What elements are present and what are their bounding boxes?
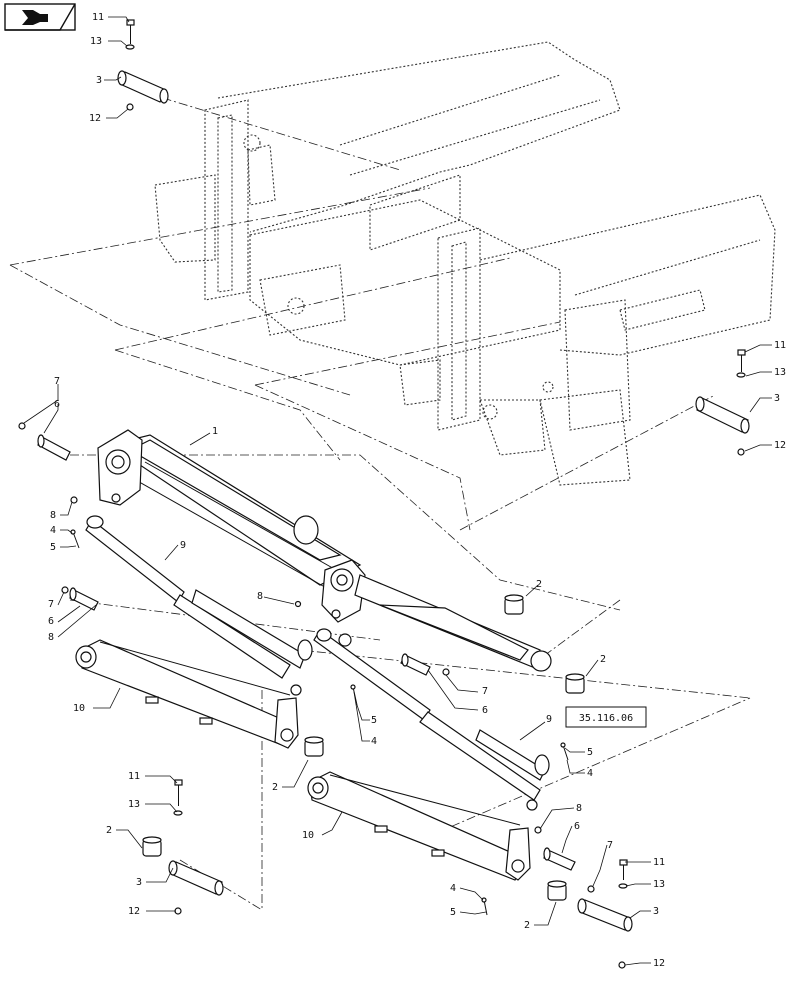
key-7-b <box>61 586 69 594</box>
callout-5: 5 <box>587 747 593 758</box>
bushing-2-a <box>504 594 524 615</box>
upper-cylinder-assembly <box>97 429 552 672</box>
callout-4: 4 <box>50 525 56 536</box>
callout-3: 3 <box>653 906 659 917</box>
callout-2: 2 <box>272 782 278 793</box>
callout-4: 4 <box>450 883 456 894</box>
callout-6: 6 <box>574 821 580 832</box>
pin-stack-lower-left <box>168 779 224 915</box>
nut-12-right <box>737 448 745 456</box>
callout-2: 2 <box>536 579 542 590</box>
lower-cylinder-right <box>307 771 531 881</box>
bolt-11-lower-left <box>174 779 183 806</box>
callout-12: 12 <box>653 958 665 969</box>
callout-11: 11 <box>774 340 786 351</box>
bolt-4-c <box>560 742 569 761</box>
callout-8: 8 <box>576 803 582 814</box>
pin-3-lower-left <box>168 860 224 896</box>
pin-3-top-left <box>117 70 169 104</box>
callout-4: 4 <box>371 736 377 747</box>
bushing-2-d <box>142 836 162 857</box>
callout-2: 2 <box>524 920 530 931</box>
callout-13: 13 <box>90 36 102 47</box>
pin-3-lower-right <box>577 898 633 932</box>
bushing-2-c <box>304 736 324 757</box>
pin-stack-top-left <box>117 19 169 111</box>
pin-3-right <box>695 396 750 434</box>
callout-6: 6 <box>482 705 488 716</box>
washer-13-right <box>736 372 746 378</box>
callout-5: 5 <box>50 542 56 553</box>
reference-box[interactable]: 35.116.06 <box>565 706 647 728</box>
washer-13-lower-right <box>618 883 628 889</box>
callout-9: 9 <box>546 714 552 725</box>
callout-7: 7 <box>482 686 488 697</box>
callout-7: 7 <box>48 599 54 610</box>
bolt-4-b <box>350 684 358 706</box>
pin-stack-right <box>695 349 750 456</box>
pin-6-c <box>400 653 431 676</box>
pin-stack-lower-right <box>577 859 633 969</box>
callout-1: 1 <box>212 426 218 437</box>
callout-3: 3 <box>96 75 102 86</box>
key-7-c <box>442 668 450 676</box>
pin-6-d <box>543 847 576 871</box>
frame-assembly <box>154 41 776 486</box>
callout-7: 7 <box>607 840 613 851</box>
gas-strut-upper-left <box>85 515 313 696</box>
callout-6: 6 <box>54 399 60 410</box>
bolt-11-right <box>737 349 746 372</box>
lower-cylinder-left <box>75 639 299 749</box>
reference-box-label: 35.116.06 <box>579 713 633 724</box>
callout-leaders <box>23 16 772 966</box>
callout-11: 11 <box>128 771 140 782</box>
callout-2: 2 <box>106 825 112 836</box>
callout-10: 10 <box>302 830 314 841</box>
nut-12-lower-right <box>618 961 626 969</box>
washer-13-lower-left <box>173 810 183 816</box>
callout-11: 11 <box>92 12 104 23</box>
callout-9: 9 <box>180 540 186 551</box>
callout-2: 2 <box>600 654 606 665</box>
washer-13-top-left <box>125 44 135 50</box>
callout-12: 12 <box>128 906 140 917</box>
bolt-11-top-left <box>126 19 135 44</box>
bushing-2-b <box>565 673 585 694</box>
bolt-4-d <box>481 897 488 916</box>
callout-5: 5 <box>450 907 456 918</box>
gas-strut-lower-right <box>313 628 550 811</box>
callout-7: 7 <box>54 376 60 387</box>
callout-8: 8 <box>257 591 263 602</box>
callout-10: 10 <box>73 703 85 714</box>
callout-13: 13 <box>128 799 140 810</box>
bushing-2-e <box>547 880 567 901</box>
key-7-a <box>18 422 26 430</box>
nut-12-top-left <box>126 103 134 111</box>
pin-6-b <box>69 587 99 611</box>
callout-8: 8 <box>50 510 56 521</box>
callout-4: 4 <box>587 768 593 779</box>
washer-8-c <box>534 826 542 834</box>
callout-3: 3 <box>774 393 780 404</box>
callout-13: 13 <box>653 879 665 890</box>
washer-8-b <box>294 600 302 608</box>
bolt-11-lower-right <box>619 859 628 880</box>
washer-8-a <box>70 496 78 504</box>
callout-11: 11 <box>653 857 665 868</box>
callout-13: 13 <box>774 367 786 378</box>
navigation-arrow-icon[interactable] <box>4 3 76 31</box>
key-7-d <box>587 885 595 893</box>
callout-12: 12 <box>89 113 101 124</box>
callout-8: 8 <box>48 632 54 643</box>
callout-3: 3 <box>136 877 142 888</box>
callout-labels: 11 13 3 12 11 13 3 12 7 6 1 8 4 5 9 7 6 … <box>48 12 786 969</box>
callout-6: 6 <box>48 616 54 627</box>
pin-6-a <box>37 434 71 461</box>
callout-5: 5 <box>371 715 377 726</box>
callout-12: 12 <box>774 440 786 451</box>
